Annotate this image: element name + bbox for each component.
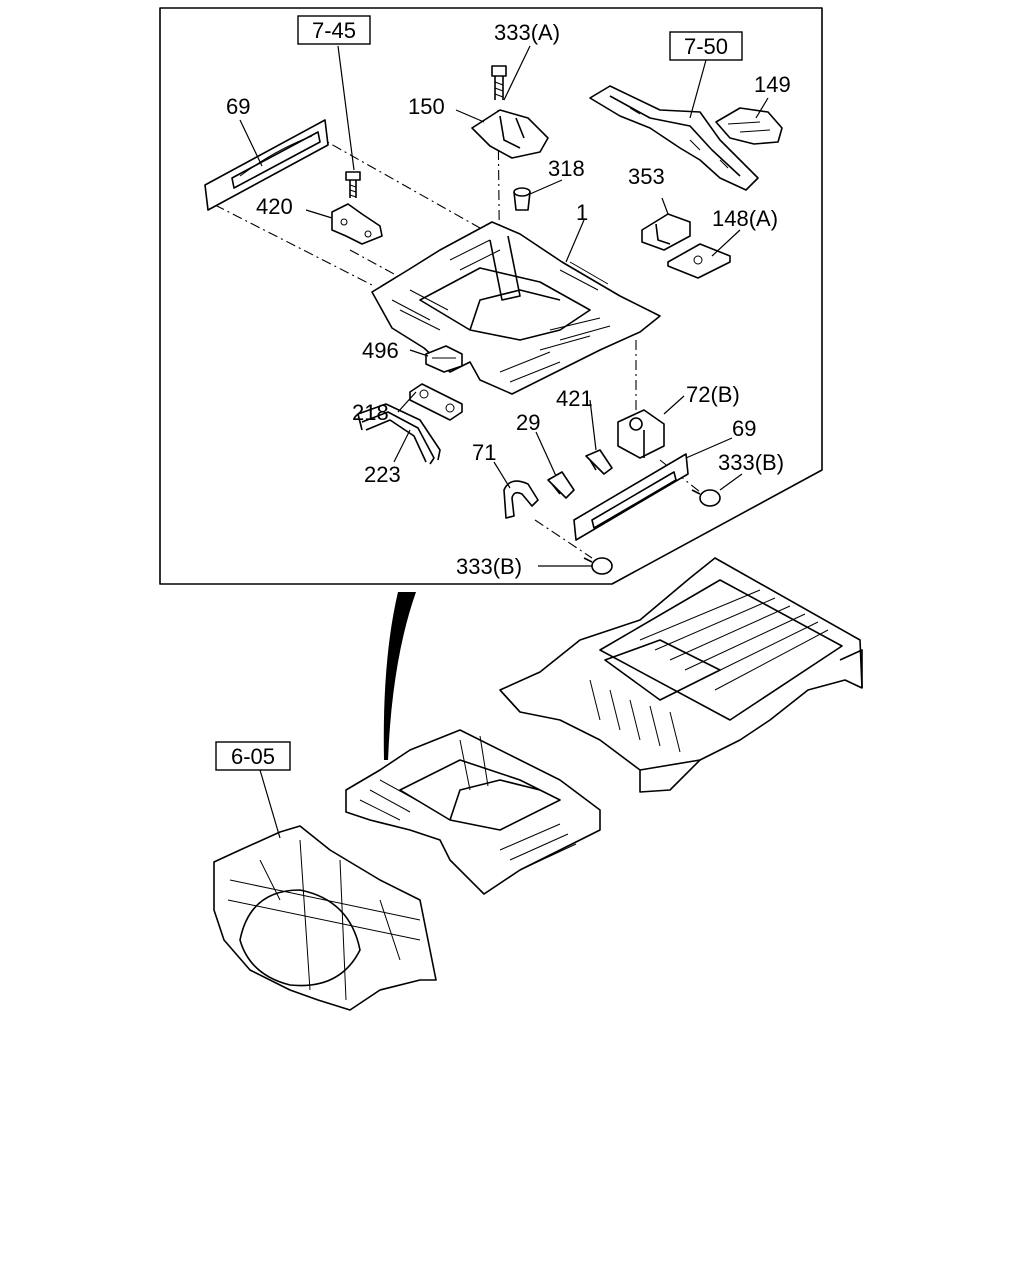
part-72b-bracket: [617, 409, 665, 459]
part-71-clamp: [503, 480, 539, 519]
label-318: 318: [548, 156, 585, 181]
label-148a: 148(A): [712, 206, 778, 231]
rear-floor-assembly: [499, 557, 863, 793]
part-223-strap: [357, 403, 441, 465]
part-496-clip: [425, 345, 463, 373]
label-333a: 333(A): [494, 20, 560, 45]
label-29: 29: [516, 410, 540, 435]
part-149-gusset: [715, 107, 783, 145]
part-150-mount: [471, 109, 549, 159]
front-floor-assembly: [345, 729, 601, 895]
part-69-right-reinforcement: [573, 453, 689, 541]
part-7-50-crossmember: [589, 85, 759, 191]
part-29-clip: [547, 471, 575, 499]
part-1-floor-panel: [371, 221, 661, 395]
label-333b-upper: 333(B): [718, 450, 784, 475]
part-420-bracket: [331, 203, 383, 245]
label-421: 421: [556, 386, 593, 411]
part-148a-plate: [667, 243, 731, 279]
ref-label-7-45: 7-45: [312, 18, 356, 43]
label-218: 218: [352, 400, 389, 425]
part-353-bracket: [641, 213, 691, 251]
part-333b-bolt-1: [691, 489, 721, 507]
part-318-grommet: [513, 187, 531, 211]
dash-panel-assembly: [213, 825, 437, 1011]
part-333a-bolt: [491, 65, 507, 100]
label-1: 1: [576, 200, 588, 225]
part-218-plate: [409, 383, 463, 421]
label-150: 150: [408, 94, 445, 119]
label-223: 223: [364, 462, 401, 487]
ref-box-7-50[interactable]: 7-50: [669, 31, 743, 61]
ref-label-7-50: 7-50: [684, 34, 728, 59]
label-333b-lower: 333(B): [456, 554, 522, 579]
label-149: 149: [754, 72, 791, 97]
ref-box-7-45[interactable]: 7-45: [297, 15, 371, 45]
label-71: 71: [472, 440, 496, 465]
label-420: 420: [256, 194, 293, 219]
label-69-right: 69: [732, 416, 756, 441]
label-353: 353: [628, 164, 665, 189]
label-72b: 72(B): [686, 382, 740, 407]
ref-label-6-05: 6-05: [231, 744, 275, 769]
label-496: 496: [362, 338, 399, 363]
connection-swoosh: [383, 592, 416, 760]
part-421-clip: [585, 449, 613, 475]
detail-frame: [159, 7, 823, 585]
leader-lines: [239, 45, 769, 839]
bolt-7-45: [345, 171, 361, 198]
ref-box-6-05[interactable]: 6-05: [215, 741, 291, 771]
label-69-left: 69: [226, 94, 250, 119]
part-69-left-reinforcement: [204, 119, 329, 211]
